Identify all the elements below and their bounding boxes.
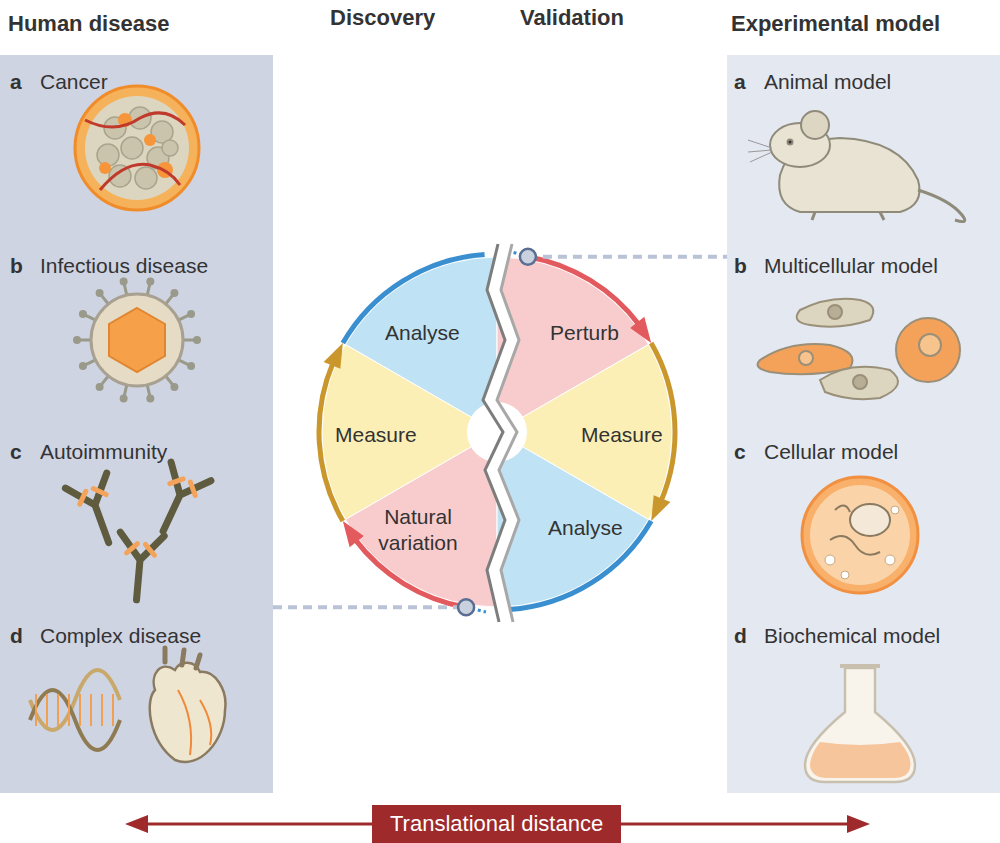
panel-letter: b (10, 254, 23, 278)
tumour-icon (75, 86, 199, 210)
cycle-segment: Analyse (385, 320, 460, 346)
panel-letter: c (10, 440, 22, 464)
cycle-segment: Analyse (548, 515, 623, 541)
antibody-icon (65, 462, 210, 602)
cycle-segment: Natural variation (353, 504, 483, 557)
panel-heading: Experimental model (731, 11, 940, 37)
segment-label: Natural variation (353, 504, 483, 557)
panel-item-name: Complex disease (40, 624, 201, 648)
segment-label: Analyse (548, 515, 623, 541)
dotted-link (520, 249, 727, 265)
panel-heading: Human disease (8, 11, 169, 37)
column-heading: Validation (520, 5, 624, 31)
panel-item-name: Biochemical model (764, 624, 940, 648)
panel-letter: d (10, 624, 23, 648)
dotted-link (273, 599, 474, 615)
panel-letter: c (734, 440, 746, 464)
cycle-segment: Perturb (550, 320, 619, 346)
panel: Experimental model (727, 55, 1000, 793)
segment-label: Translational distance (390, 811, 603, 837)
panel-letter: a (734, 70, 746, 94)
panel-letter: b (734, 254, 747, 278)
cells-icon (758, 299, 960, 399)
panel-item-name: Infectious disease (40, 254, 208, 278)
distance-label-box: Translational distance (372, 805, 621, 843)
cycle-segment: Measure (581, 422, 663, 448)
cell-icon (802, 477, 918, 593)
panel-item-name: Cancer (40, 70, 108, 94)
disease-panel-ground (0, 55, 273, 793)
panel: Human disease (0, 55, 273, 793)
panel-letter: d (734, 624, 747, 648)
dna-icon (30, 670, 120, 750)
model-panel-ground (727, 55, 1000, 793)
panel-item-name: Cellular model (764, 440, 898, 464)
segment-label: Measure (581, 422, 663, 448)
column-heading: Discovery (330, 5, 435, 31)
panel-item-name: Autoimmunity (40, 440, 167, 464)
panel-letter: a (10, 70, 22, 94)
heart-icon (150, 648, 226, 762)
panel-item-name: Multicellular model (764, 254, 938, 278)
cycle-segment: Measure (335, 422, 417, 448)
mouse-icon (748, 111, 965, 222)
cycle-wheel (319, 244, 675, 622)
segment-label: Perturb (550, 320, 619, 346)
flask-icon (805, 666, 915, 782)
virus-icon (73, 278, 201, 403)
panel-item-name: Animal model (764, 70, 891, 94)
segment-label: Measure (335, 422, 417, 448)
segment-label: Analyse (385, 320, 460, 346)
